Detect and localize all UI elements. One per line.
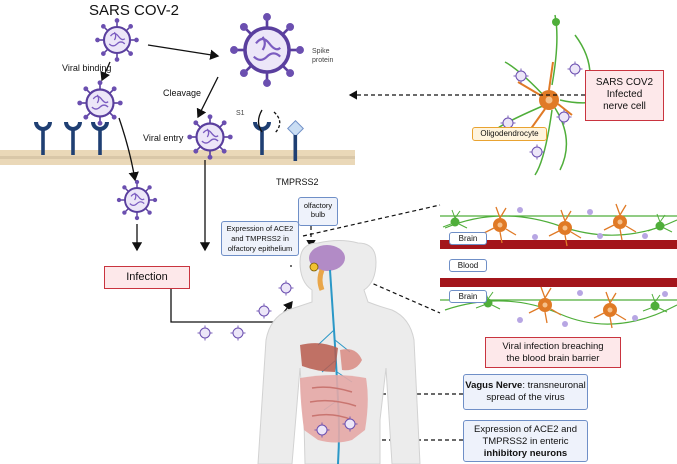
tmprss2-icon [287,120,304,161]
viral-entry-label: Viral entry [143,133,184,143]
vagus-nerve-box: Vagus Nerve: transneuronal spread of the… [463,374,588,410]
cell-membrane [0,150,355,165]
human-body-silhouette [257,240,421,464]
infected-nerve-box: SARS COV2 Infected nerve cell [585,70,664,121]
infection-box: Infection [104,266,190,289]
virus-icon [256,303,272,319]
oligodendrocyte-label: Oligodendrocyte [472,127,547,141]
blood-label: Blood [449,259,487,272]
enteric-bold: inhibitory neurons [483,448,568,459]
virus-icon [230,325,246,341]
virus-icon [186,113,234,161]
s1-label: S1 [236,110,245,117]
virus-icon [94,17,140,63]
virus-icon [115,178,159,222]
enteric-neurons-box: Expression of ACE2 and TMPRSS2 in enteri… [463,420,588,462]
spike-protein-label: Spike protein [312,48,334,64]
tmprss2-label: TMPRSS2 [276,177,319,187]
virus-icon [567,61,583,77]
virus-icon [278,280,294,296]
bbb-box: Viral infection breaching the blood brai… [485,337,621,368]
brain-label-top: Brain [449,232,487,245]
vagus-nerve-text: : transneuronal spread of the virus [486,380,586,403]
olfactory-bulb-box: olfactory bulb [298,197,338,226]
virus-icon [197,325,213,341]
virus-icon [76,79,124,127]
ace2-olfactory-box: Expression of ACE2 and TMPRSS2 in olfact… [221,221,299,256]
brain-label-bottom: Brain [449,290,487,303]
enteric-text: Expression of ACE2 and TMPRSS2 in enteri… [474,424,577,447]
viral-binding-label: Viral binding [62,63,112,73]
virus-icon [228,11,306,89]
blood-vessel-icon [440,278,677,287]
virus-icon [513,68,529,84]
cleavage-label: Cleavage [163,88,202,98]
blood-vessel-icon [440,240,677,249]
page-title: SARS COV-2 [89,2,180,19]
vagus-nerve-title: Vagus Nerve [465,380,523,391]
